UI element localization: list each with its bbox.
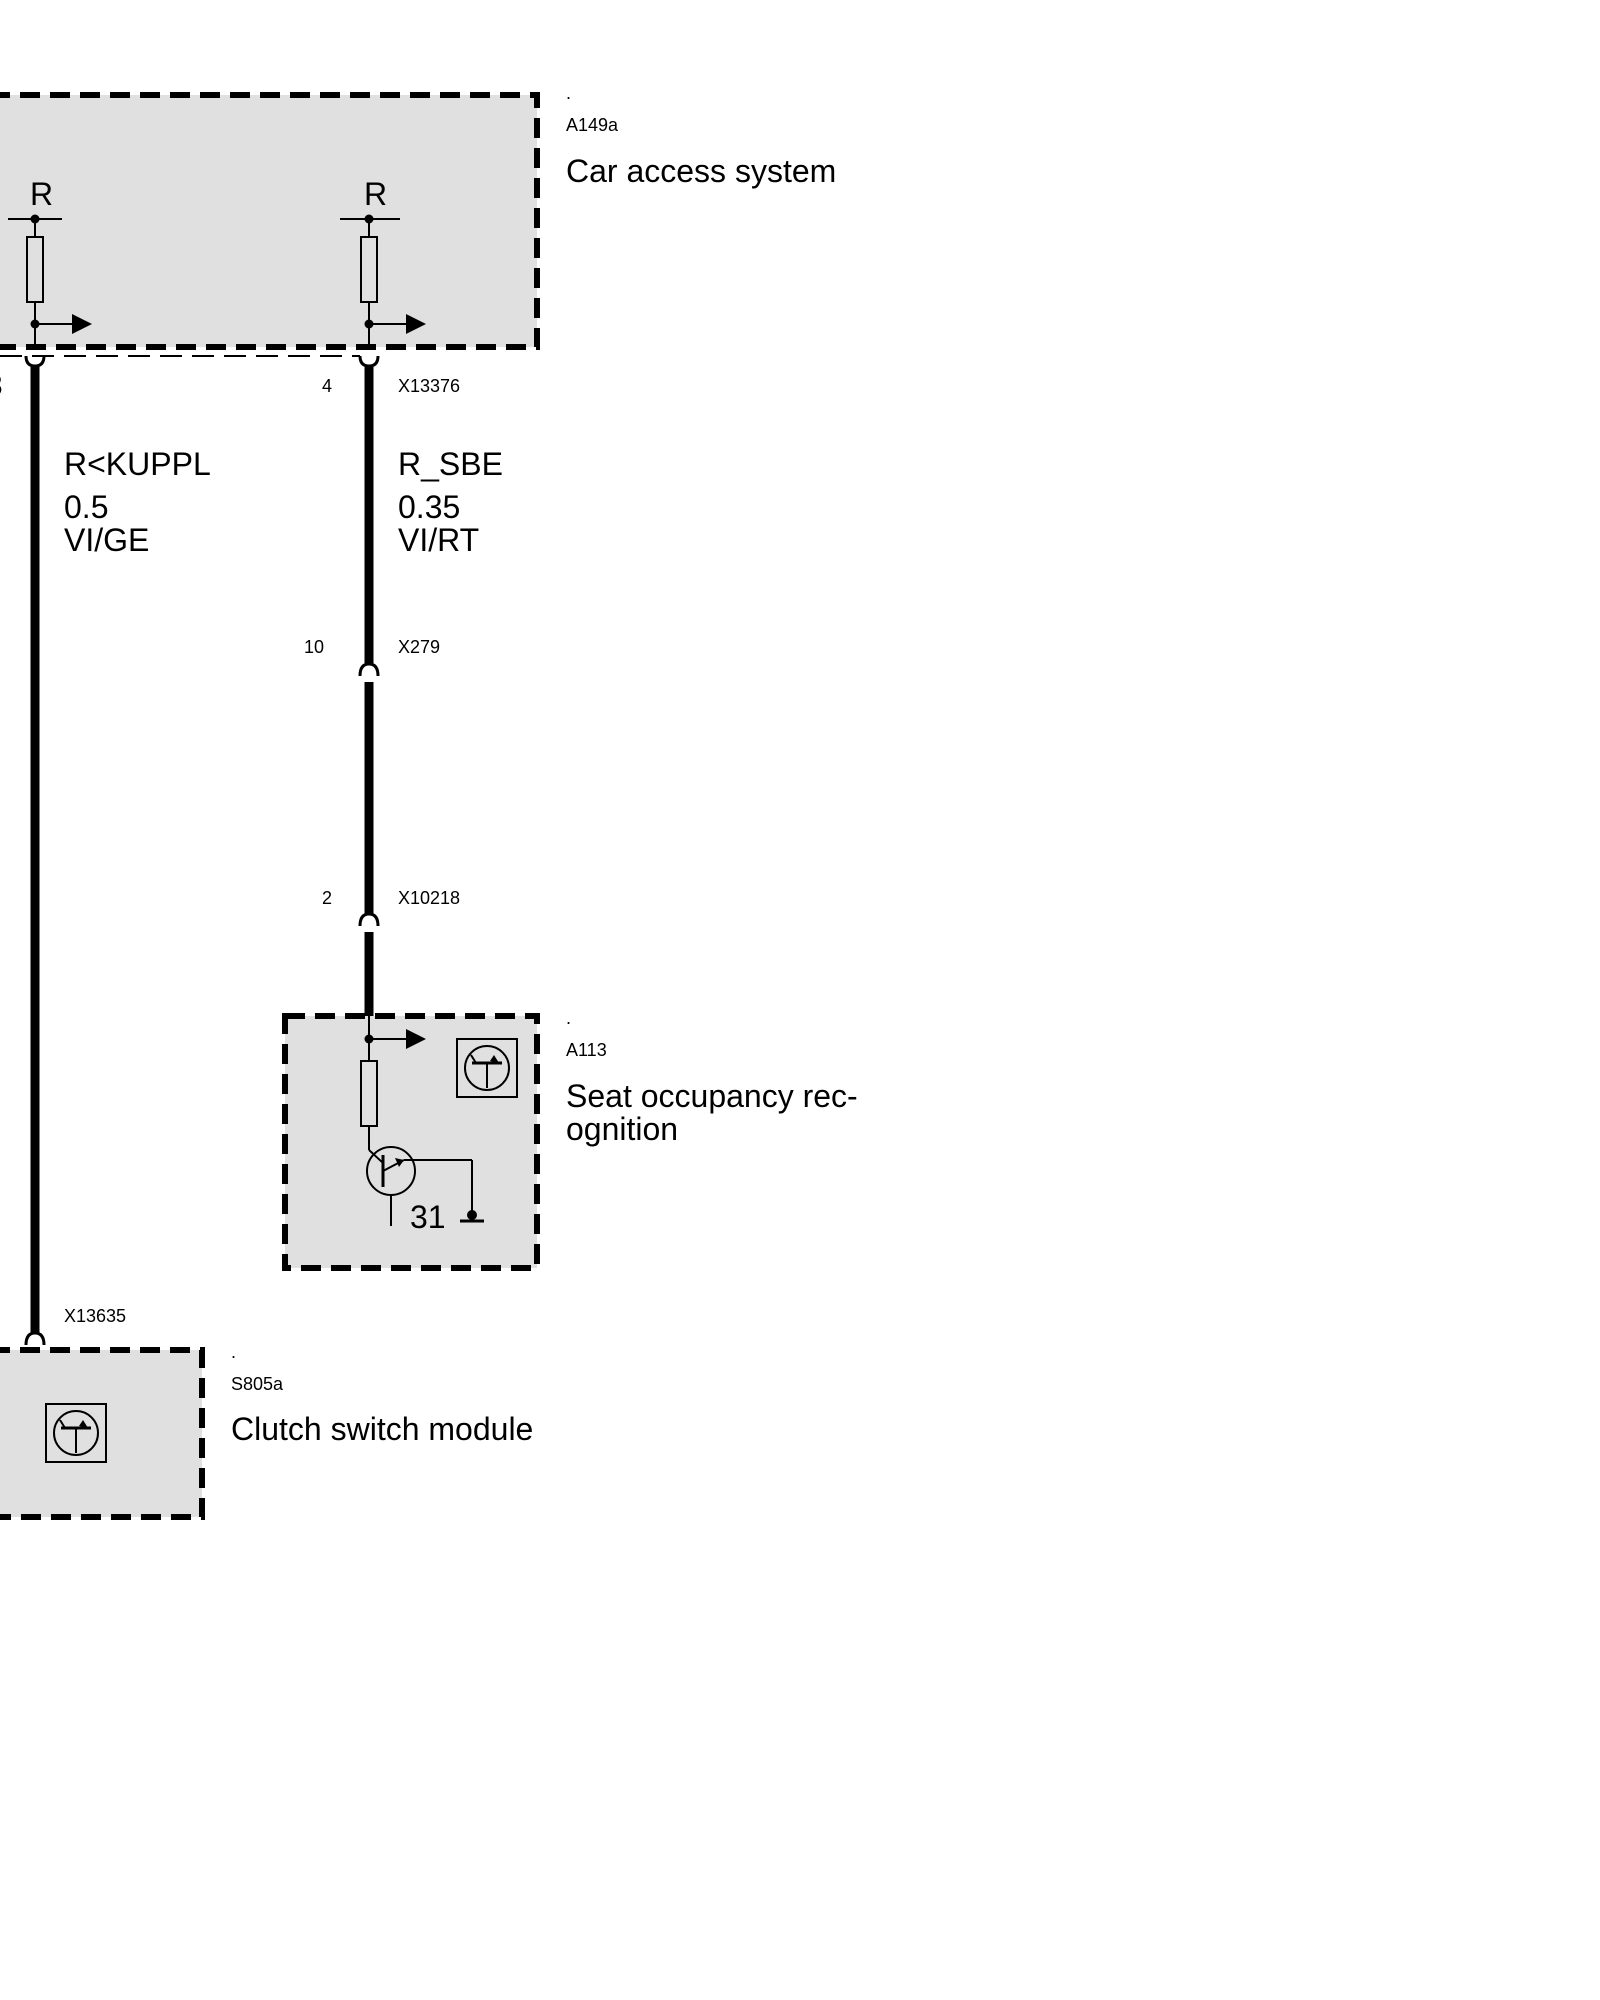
seat-occupancy-dot: . <box>566 1008 571 1028</box>
clutch-switch-code: S805a <box>231 1374 284 1394</box>
x279-name: X279 <box>398 637 440 657</box>
wire-right <box>358 355 380 1016</box>
x279-pin: 10 <box>304 637 324 657</box>
car-access-name: Car access system <box>566 153 836 189</box>
x13376-name: X13376 <box>398 376 460 396</box>
wire-left <box>24 355 46 1346</box>
car-access-dot: . <box>566 83 571 103</box>
pull-up-resistor-right <box>340 214 426 346</box>
wire-left-color: VI/GE <box>64 522 149 558</box>
ground-label: 31 <box>410 1199 446 1235</box>
resistor-label-right: R <box>364 176 387 212</box>
wire-right-signal: R_SBE <box>398 446 503 482</box>
seat-occupancy-module <box>282 1013 540 1271</box>
clutch-switch-module <box>0 1347 205 1520</box>
wire-right-color: VI/RT <box>398 522 479 558</box>
cut-pin-left: 3 <box>0 369 3 402</box>
seat-occupancy-name-line1: Seat occupancy rec- <box>566 1078 858 1114</box>
car-access-system-module: R R <box>0 92 540 357</box>
wire-left-signal: R<KUPPL <box>64 446 211 482</box>
clutch-switch-dot: . <box>231 1342 236 1362</box>
car-access-code: A149a <box>566 115 619 135</box>
electronic-module-icon <box>45 1403 107 1463</box>
wire-right-gauge: 0.35 <box>398 489 460 525</box>
seat-occupancy-code: A113 <box>566 1040 607 1060</box>
clutch-switch-name: Clutch switch module <box>231 1411 533 1447</box>
wire-left-gauge: 0.5 <box>64 489 108 525</box>
x10218-pin: 2 <box>322 888 332 908</box>
x10218-name: X10218 <box>398 888 460 908</box>
x13376-pin: 4 <box>322 376 332 396</box>
transistor-icon <box>366 1146 416 1226</box>
resistor-label-left: R <box>30 176 53 212</box>
x13635-name: X13635 <box>64 1306 126 1326</box>
electronic-module-icon <box>456 1038 518 1098</box>
pull-up-resistor-left <box>8 214 92 346</box>
seat-occupancy-name-line2: ognition <box>566 1111 678 1147</box>
